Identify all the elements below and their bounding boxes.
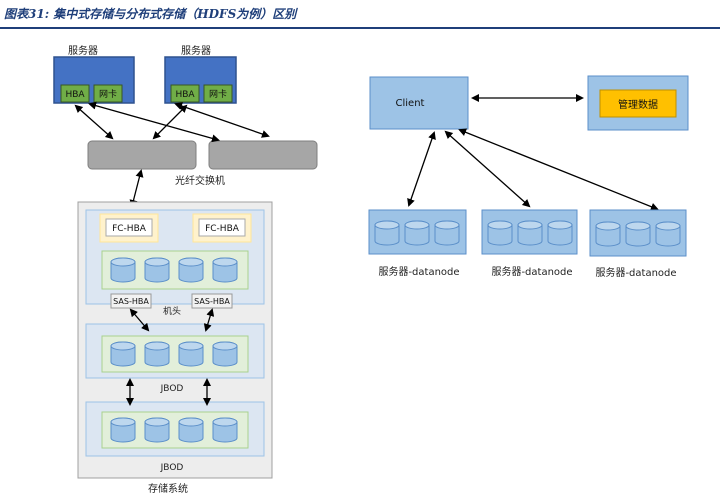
controller-head-label: 机头 [163, 305, 181, 317]
server-2: 服务器 HBA 网卡 [164, 44, 237, 104]
jbod-2-label: JBOD [160, 463, 184, 473]
hba-label-2: HBA [175, 90, 195, 100]
hba-label-1: HBA [65, 90, 85, 100]
nic-label-2: 网卡 [209, 88, 227, 100]
nic-label-1: 网卡 [99, 88, 117, 100]
client-box [369, 76, 469, 130]
fc-hba-1-label: FC-HBA [112, 224, 147, 234]
datanode-1-label: 服务器-datanode [378, 265, 459, 278]
sas-arrows [126, 308, 215, 406]
server-1-label: 服务器 [68, 44, 98, 57]
metadata-label: 管理数据 [618, 98, 658, 111]
hdfs-arrows [407, 94, 659, 211]
datanode-1 [368, 209, 467, 255]
hba-box-1 [60, 84, 90, 103]
storage-system-label: 存储系统 [148, 482, 188, 495]
datanode-3-label: 服务器-datanode [595, 266, 676, 279]
fibre-switch-label: 光纤交换机 [175, 174, 225, 187]
fibre-switch-2 [208, 140, 318, 170]
fibre-switch-1 [87, 140, 197, 170]
sas-hba-1 [110, 293, 152, 309]
datanode-2-label: 服务器-datanode [491, 265, 572, 278]
sas-hba-1-label: SAS-HBA [113, 297, 149, 306]
server-1: 服务器 HBA 网卡 [53, 44, 135, 104]
metadata-inner [599, 89, 677, 118]
sas-hba-2 [191, 293, 233, 309]
sas-hba-2-label: SAS-HBA [194, 297, 230, 306]
client-label: Client [396, 98, 425, 109]
server-switch-arrows [74, 101, 270, 208]
server-2-label: 服务器 [181, 44, 211, 57]
fc-hba-2-label: FC-HBA [205, 224, 240, 234]
datanode-3 [589, 209, 687, 257]
jbod-1-label: JBOD [160, 384, 184, 394]
title-rule [0, 27, 720, 29]
figure-title: 图表31: 集中式存储与分布式存储（HDFS为例）区别 [4, 7, 297, 21]
datanode-2 [481, 209, 578, 255]
